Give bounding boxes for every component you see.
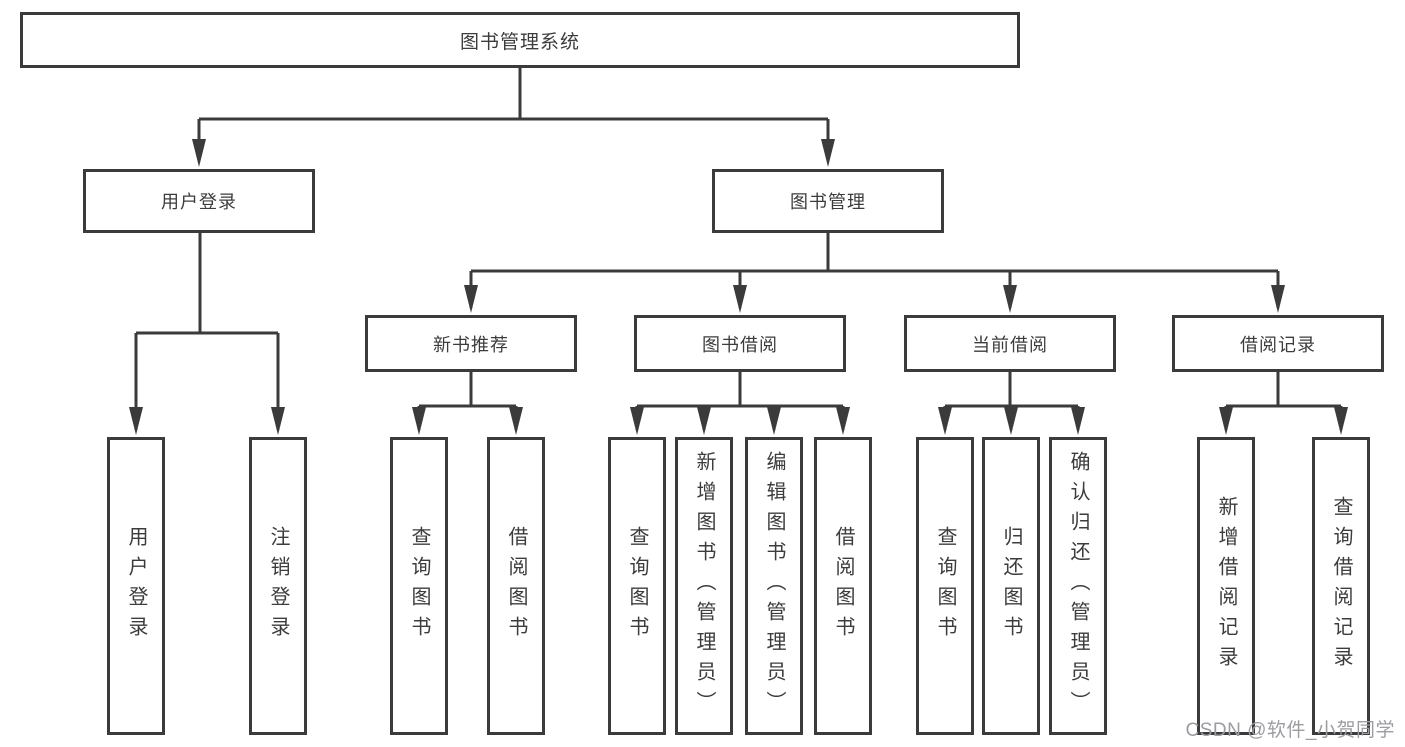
leaf-user-login: 用户登录	[107, 437, 165, 735]
node-label: 图书借阅	[702, 334, 778, 355]
leaf-label: 借阅图书	[505, 526, 527, 646]
leaf-edit-books-admin: 编辑图书（管理员）	[745, 437, 803, 735]
node-label: 用户登录	[161, 192, 237, 212]
leaf-add-borrow-record: 新增借阅记录	[1197, 437, 1255, 735]
leaf-query-books-3: 查询图书	[916, 437, 974, 735]
leaf-label: 注销登录	[267, 526, 289, 646]
leaf-label: 用户登录	[125, 526, 147, 646]
node-new-book-recommendation: 新书推荐	[365, 315, 577, 372]
leaf-label: 新增图书（管理员）	[693, 451, 715, 721]
leaf-return-books: 归还图书	[982, 437, 1040, 735]
leaf-label: 编辑图书（管理员）	[763, 451, 785, 721]
node-label: 图书管理	[790, 192, 866, 212]
node-label: 借阅记录	[1240, 334, 1316, 355]
leaf-label: 查询图书	[934, 526, 956, 646]
leaf-label: 查询图书	[408, 526, 430, 646]
node-label: 新书推荐	[433, 334, 509, 355]
node-library-management-system: 图书管理系统	[20, 12, 1020, 68]
leaf-query-books-2: 查询图书	[608, 437, 666, 735]
leaf-label: 查询图书	[626, 526, 648, 646]
csdn-watermark: CSDN @软件_小贺同学	[1185, 720, 1395, 741]
leaf-label: 新增借阅记录	[1215, 496, 1237, 676]
leaf-logout: 注销登录	[249, 437, 307, 735]
leaf-label: 归还图书	[1000, 526, 1022, 646]
node-borrowing-records: 借阅记录	[1172, 315, 1384, 372]
leaf-label: 借阅图书	[832, 526, 854, 646]
leaf-add-books-admin: 新增图书（管理员）	[675, 437, 733, 735]
node-book-management: 图书管理	[712, 169, 944, 233]
node-book-borrowing: 图书借阅	[634, 315, 846, 372]
leaf-query-books-1: 查询图书	[390, 437, 448, 735]
node-current-borrowing: 当前借阅	[904, 315, 1116, 372]
leaf-label: 查询借阅记录	[1330, 496, 1352, 676]
arrowheads	[129, 139, 1348, 435]
node-label: 当前借阅	[972, 334, 1048, 355]
leaf-query-borrow-record: 查询借阅记录	[1312, 437, 1370, 735]
node-user-login: 用户登录	[83, 169, 315, 233]
leaf-label: 确认归还（管理员）	[1067, 451, 1089, 721]
leaf-confirm-return-admin: 确认归还（管理员）	[1049, 437, 1107, 735]
node-label: 图书管理系统	[459, 31, 580, 53]
leaf-borrow-books-1: 借阅图书	[487, 437, 545, 735]
leaf-borrow-books-2: 借阅图书	[814, 437, 872, 735]
